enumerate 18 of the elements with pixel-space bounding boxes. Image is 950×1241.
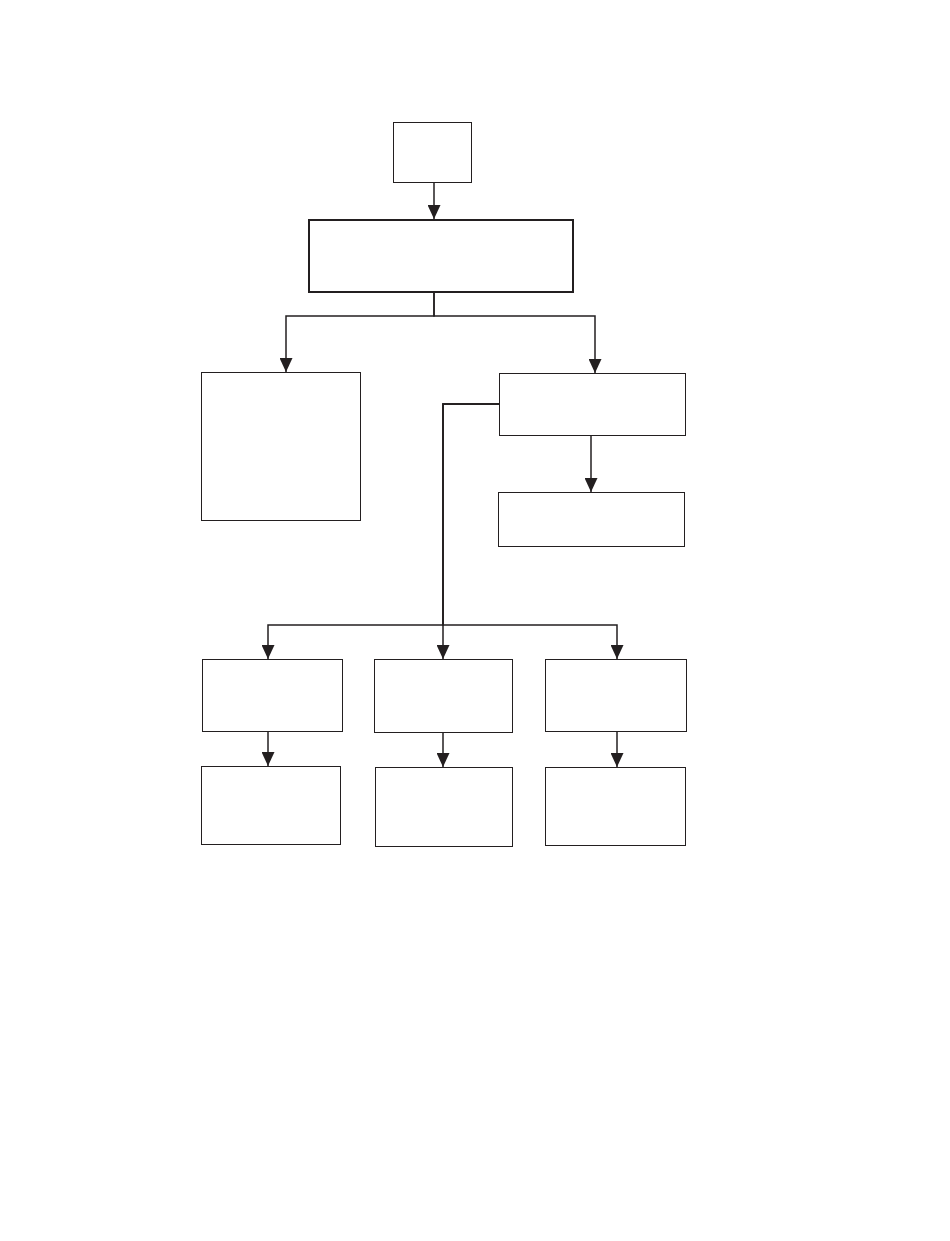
empty-box bbox=[202, 659, 343, 732]
empty-box bbox=[498, 492, 685, 547]
empty-box bbox=[375, 767, 513, 847]
connector-arrow bbox=[442, 403, 624, 660]
connector-arrow bbox=[436, 732, 450, 768]
connector-arrow bbox=[427, 182, 441, 220]
connector-arrow bbox=[261, 731, 275, 767]
empty-box bbox=[545, 659, 687, 732]
empty-box bbox=[201, 372, 361, 521]
connector-arrow bbox=[584, 435, 598, 493]
empty-box bbox=[201, 766, 341, 845]
empty-box bbox=[545, 767, 686, 846]
connector-arrow bbox=[433, 292, 602, 374]
connector-arrow bbox=[610, 731, 624, 768]
empty-box bbox=[393, 122, 472, 183]
empty-box bbox=[308, 219, 574, 293]
empty-box bbox=[499, 373, 686, 436]
empty-box bbox=[374, 659, 513, 733]
